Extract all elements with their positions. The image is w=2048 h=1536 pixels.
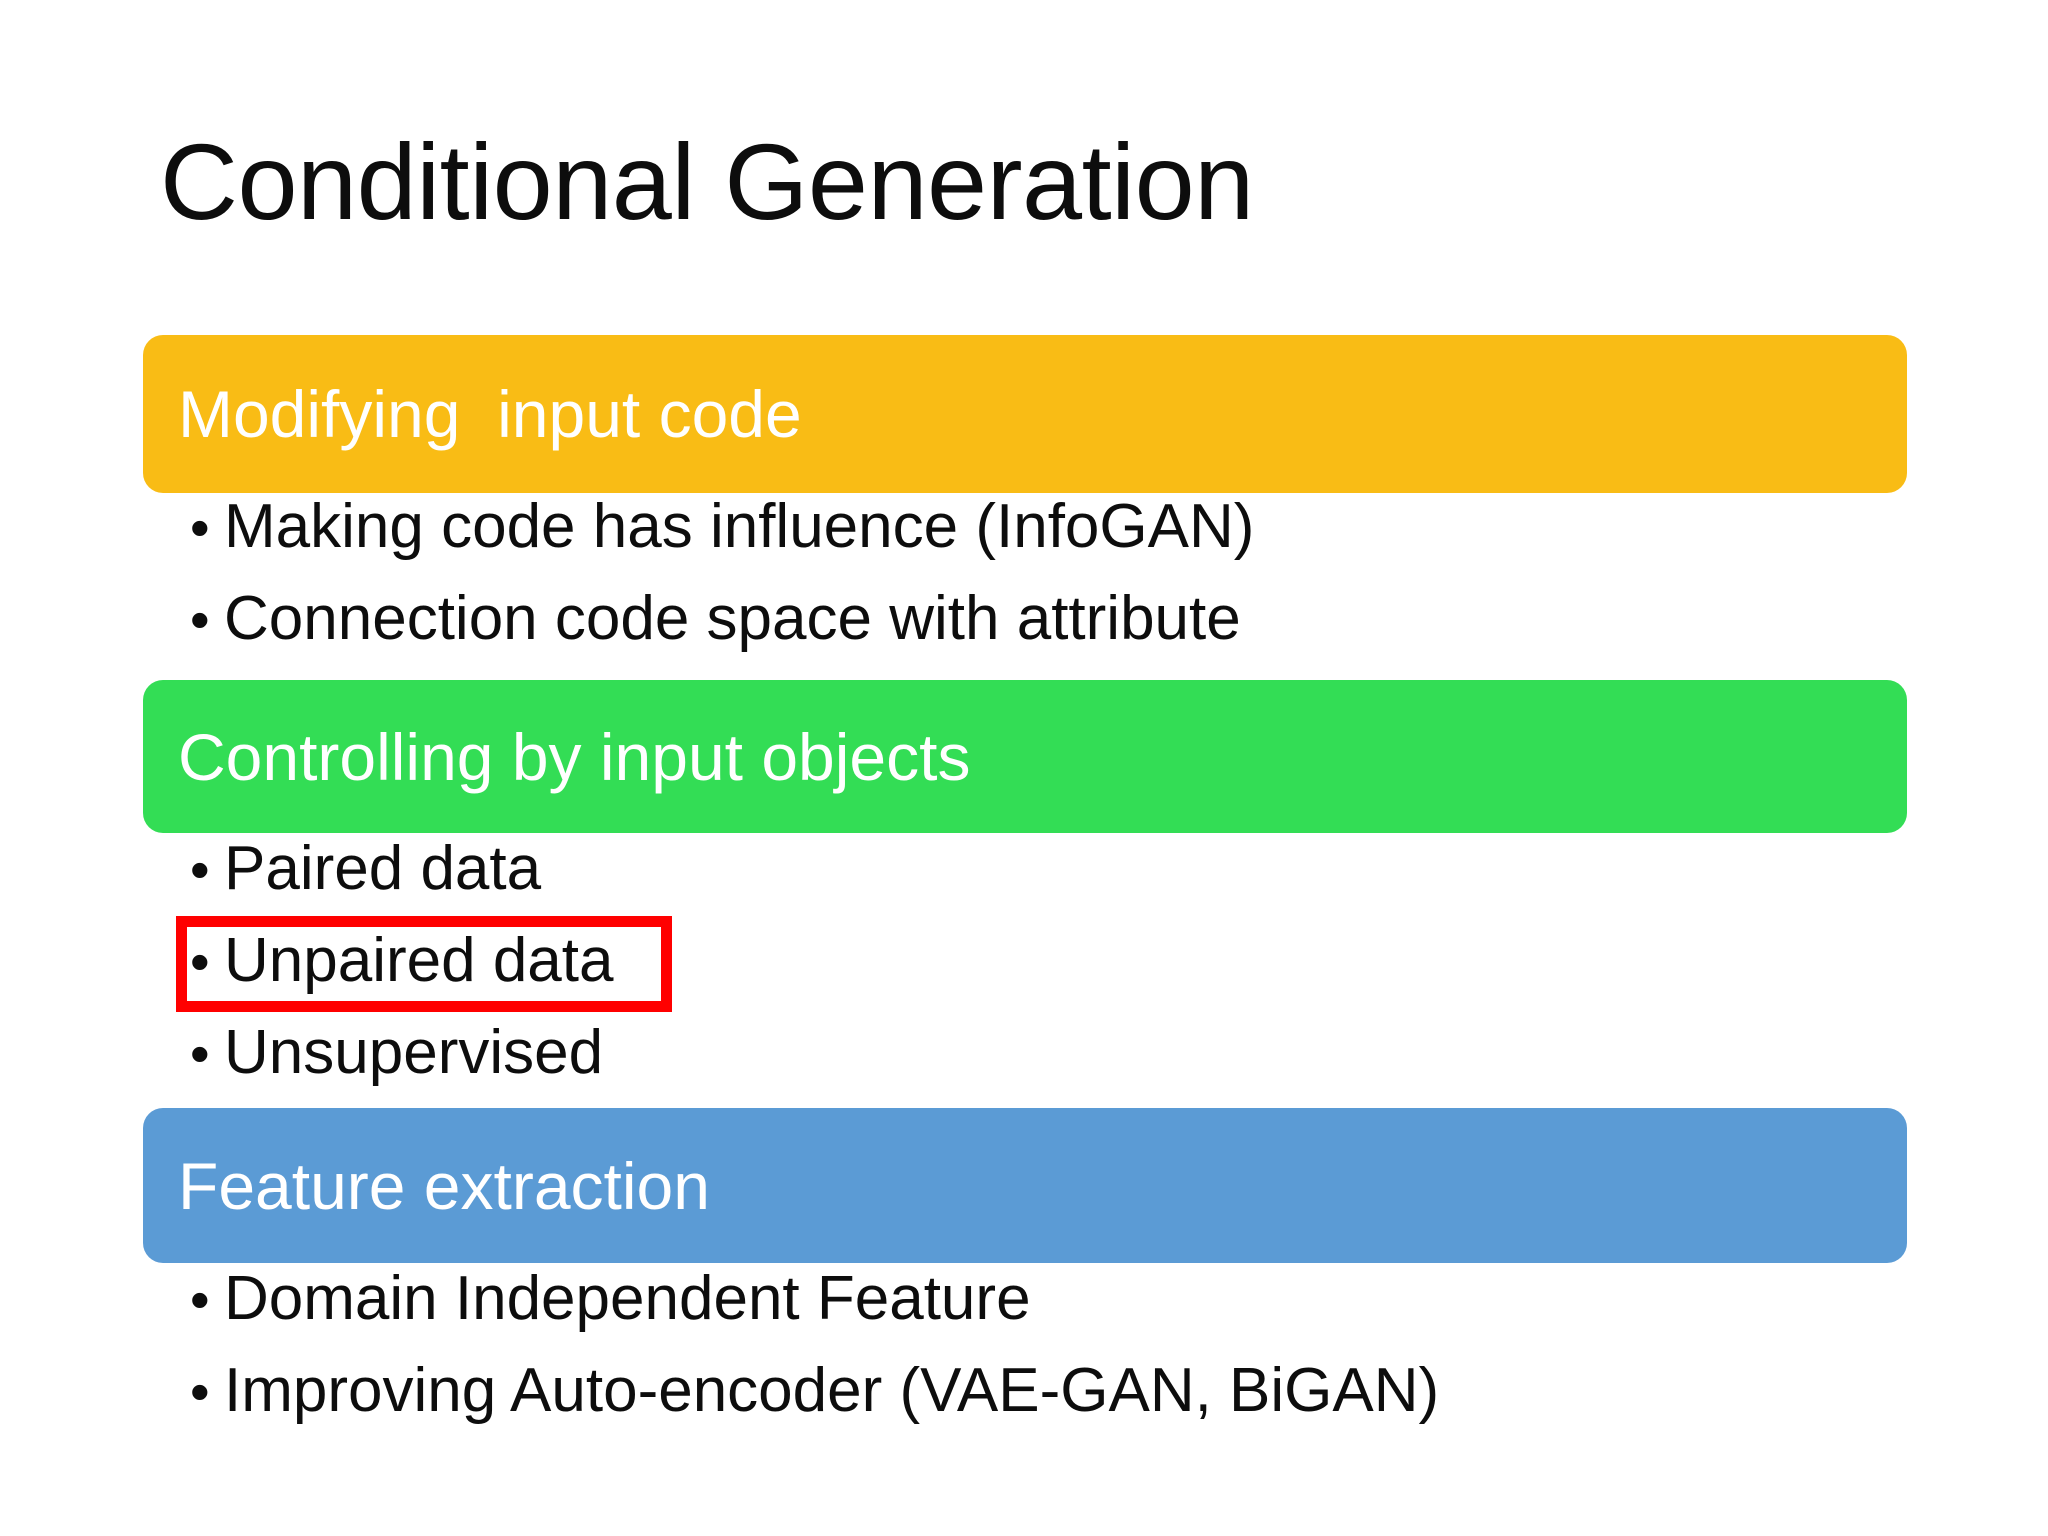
- list-item-label: Paired data: [224, 834, 542, 903]
- section-band-label: Feature extraction: [178, 1148, 710, 1223]
- list-item-label: Domain Independent Feature: [224, 1264, 1031, 1333]
- bullet-marker-icon: •: [190, 1022, 210, 1085]
- bullet-marker-icon: •: [190, 588, 210, 651]
- section-band-controlling-by-input-objects: Controlling by input objects: [143, 680, 1907, 833]
- list-item: • Unsupervised: [190, 1022, 1890, 1114]
- page-title: Conditional Generation: [160, 121, 1254, 242]
- list-item-label: Making code has influence (InfoGAN): [224, 492, 1255, 561]
- bullet-group-feature-extraction: • Domain Independent Feature • Improving…: [190, 1268, 1890, 1452]
- list-item-label: Improving Auto-encoder (VAE-GAN, BiGAN): [224, 1356, 1440, 1425]
- bullet-group-modifying-input-code: • Making code has influence (InfoGAN) • …: [190, 496, 1890, 680]
- section-band-label: Controlling by input objects: [178, 719, 971, 794]
- bullet-marker-icon: •: [190, 496, 210, 559]
- list-item-label: Unpaired data: [224, 926, 614, 995]
- list-item: • Connection code space with attribute: [190, 588, 1890, 680]
- list-item: • Making code has influence (InfoGAN): [190, 496, 1890, 588]
- section-band-feature-extraction: Feature extraction: [143, 1108, 1907, 1263]
- bullet-marker-icon: •: [190, 1268, 210, 1331]
- section-band-modifying-input-code: Modifying input code: [143, 335, 1907, 493]
- list-item-highlighted: • Unpaired data: [176, 916, 1890, 1022]
- bullet-marker-icon: •: [190, 838, 210, 901]
- bullet-marker-icon: •: [190, 1360, 210, 1423]
- bullet-group-controlling-by-input-objects: • Paired data • Unpaired data • Unsuperv…: [176, 838, 1890, 1114]
- list-item: • Paired data: [190, 838, 1890, 930]
- list-item-label: Connection code space with attribute: [224, 584, 1241, 653]
- list-item-label: Unsupervised: [224, 1018, 604, 1087]
- list-item: • Domain Independent Feature: [190, 1268, 1890, 1360]
- list-item: • Improving Auto-encoder (VAE-GAN, BiGAN…: [190, 1360, 1890, 1452]
- section-band-label: Modifying input code: [178, 377, 802, 451]
- bullet-marker-icon: •: [190, 930, 210, 993]
